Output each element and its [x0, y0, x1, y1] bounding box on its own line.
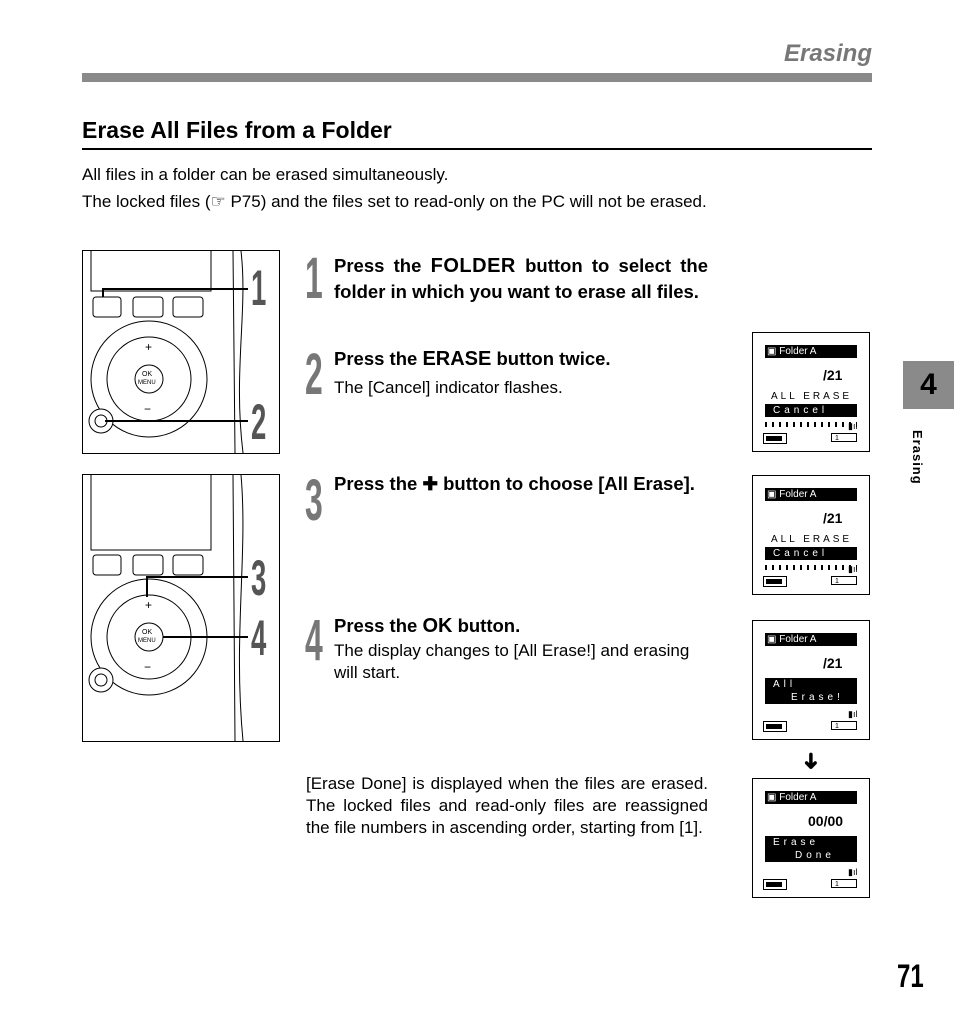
lcd-line-1: All — [773, 679, 797, 690]
mic-icon: ▮ıl — [848, 564, 858, 574]
lcd-line-2: Erase! — [791, 692, 844, 703]
ok-label: OK — [142, 629, 152, 636]
lcd-level-ticks — [765, 422, 857, 427]
lcd-file-count: /21 — [823, 367, 843, 383]
lcd-file-number: 1 — [831, 721, 857, 730]
device-illustration-top: + − OK MENU — [88, 251, 248, 453]
lcd-message: Erase Done — [765, 836, 857, 862]
step-4-note: The display changes to [All Erase!] and … — [334, 641, 690, 682]
lcd-line-2: Done — [795, 850, 835, 861]
closing-paragraph: [Erase Done] is displayed when the files… — [306, 774, 708, 837]
lcd-screen-1: ▣ Folder A /21 ALL ERASE Cancel ▮ıl 1 — [752, 332, 870, 452]
menu-label: MENU — [138, 638, 156, 644]
callout-3: 3 — [251, 550, 267, 606]
step-number-2: 2 — [305, 342, 323, 407]
step-1-text: Press the FOLDER button to select the fo… — [334, 255, 709, 302]
page-number: 71 — [897, 958, 924, 994]
folder-icon: ▣ — [767, 346, 780, 357]
step-number-3: 3 — [305, 468, 323, 533]
mic-icon: ▮ıl — [848, 867, 858, 877]
lcd-line-1: ALL ERASE — [771, 391, 853, 402]
header-rule — [82, 73, 872, 82]
folder-icon: ▣ — [767, 489, 780, 500]
lcd-folder-bar: ▣ Folder A — [765, 345, 857, 358]
lcd-folder-bar: ▣ Folder A — [765, 791, 857, 804]
key-folder: FOLDER — [430, 255, 516, 277]
side-section-label: Erasing — [910, 430, 925, 485]
step-2-text: Press the ERASE button twice. — [334, 348, 611, 370]
section-header: Erasing — [783, 40, 872, 67]
title-rule — [82, 148, 872, 150]
lcd-file-number: 1 — [831, 879, 857, 888]
folder-icon: ▣ — [767, 634, 780, 645]
lcd-file-count: /21 — [823, 655, 843, 671]
minus-label: − — [144, 402, 151, 416]
step-2-note: The [Cancel] indicator flashes. — [334, 378, 563, 397]
lcd-screen-3: ▣ Folder A /21 All Erase! ▮ıl 1 — [752, 620, 870, 740]
lcd-line-2: Cancel — [765, 404, 857, 417]
lcd-line-1: ALL ERASE — [771, 534, 853, 545]
device-illustration-bottom: + − OK MENU — [88, 475, 248, 741]
plus-key-icon: ✚ — [422, 473, 438, 494]
intro-line-2: The locked files (☞ P75) and the files s… — [82, 192, 707, 211]
device-figure-bottom: + − OK MENU 3 4 — [82, 474, 280, 742]
battery-icon — [763, 433, 787, 444]
ok-label: OK — [142, 371, 152, 378]
step-4-text: Press the OK button. — [334, 615, 521, 637]
lcd-file-count: /21 — [823, 510, 843, 526]
battery-icon — [763, 879, 787, 890]
lcd-line-2: Cancel — [765, 547, 857, 560]
mic-icon: ▮ıl — [848, 421, 858, 431]
lcd-screen-2: ▣ Folder A /21 ALL ERASE Cancel ▮ıl 1 — [752, 475, 870, 595]
menu-label: MENU — [138, 380, 156, 386]
arrow-down-icon: ➜ — [799, 751, 825, 771]
step-number-4: 4 — [305, 608, 323, 673]
chapter-tab: 4 — [903, 361, 954, 409]
lcd-message: All Erase! — [765, 678, 857, 704]
lcd-folder-bar: ▣ Folder A — [765, 633, 857, 646]
battery-icon — [763, 721, 787, 732]
lcd-file-count: 00/00 — [808, 813, 844, 829]
lcd-line-1: Erase — [773, 837, 820, 848]
key-ok: OK — [422, 615, 453, 637]
lcd-folder-bar: ▣ Folder A — [765, 488, 857, 501]
plus-label: + — [145, 340, 152, 354]
key-erase: ERASE — [422, 348, 492, 370]
lcd-screen-4: ▣ Folder A 00/00 Erase Done ▮ıl 1 — [752, 778, 870, 898]
page-title: Erase All Files from a Folder — [82, 117, 392, 143]
step-number-1: 1 — [305, 246, 323, 311]
step-3-text: Press the ✚ button to choose [All Erase]… — [334, 473, 695, 494]
minus-label: − — [144, 660, 151, 674]
lcd-file-number: 1 — [831, 576, 857, 585]
callout-1: 1 — [251, 260, 267, 316]
device-figure-top: + − OK MENU 1 2 — [82, 250, 280, 454]
battery-icon — [763, 576, 787, 587]
callout-2: 2 — [251, 394, 267, 450]
plus-label: + — [145, 598, 152, 612]
lcd-level-ticks — [765, 565, 857, 570]
mic-icon: ▮ıl — [848, 709, 858, 719]
callout-4: 4 — [251, 610, 267, 666]
lcd-file-number: 1 — [831, 433, 857, 442]
folder-icon: ▣ — [767, 792, 780, 803]
intro-line-1: All files in a folder can be erased simu… — [82, 165, 449, 184]
